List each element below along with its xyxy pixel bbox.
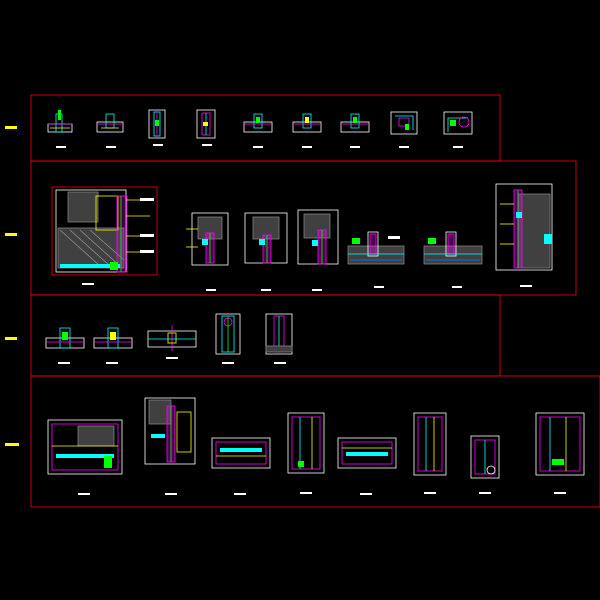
row2-detail-6: [423, 231, 483, 288]
row1-detail-2: [96, 113, 124, 148]
row-4-details: [47, 397, 585, 495]
row4-detail-3: [211, 437, 271, 495]
row-label-marks: [5, 126, 19, 446]
row1-detail-1: [47, 110, 73, 148]
row1-detail-7: [340, 113, 370, 148]
row-2-details: [51, 183, 553, 291]
row4-detail-1: [47, 419, 123, 495]
row4-detail-8: [535, 412, 585, 494]
row1-detail-9: [443, 111, 473, 148]
row-frames: [30, 94, 600, 508]
row-4-label-mark: [5, 443, 19, 446]
row1-detail-5: [243, 113, 273, 148]
row3-detail-5: [265, 313, 293, 364]
row1-detail-6: [292, 113, 322, 148]
row2-detail-3: [244, 212, 288, 291]
row-2-label-mark: [5, 233, 17, 236]
row2-detail-4: [297, 209, 339, 291]
row-frame-4: [30, 375, 600, 508]
row4-detail-2: [144, 397, 196, 495]
row-1-label-mark: [5, 126, 17, 129]
row4-detail-5: [337, 437, 397, 495]
row4-detail-6: [413, 412, 447, 494]
row2-detail-5: [347, 231, 405, 288]
row-3-details: [45, 313, 293, 364]
row3-detail-4: [215, 313, 241, 364]
row1-detail-3: [148, 109, 166, 146]
row2-detail-elevation: [51, 186, 158, 285]
row3-detail-1: [45, 327, 85, 364]
row-1-details: [47, 109, 473, 148]
row3-detail-3: [147, 325, 197, 359]
row1-detail-8: [390, 111, 418, 148]
row4-detail-4: [287, 412, 325, 494]
row3-detail-2: [93, 327, 133, 364]
row-3-label-mark: [5, 337, 17, 340]
row2-detail-7: [495, 183, 553, 287]
row4-detail-7: [470, 435, 500, 494]
row2-detail-2: [186, 212, 229, 291]
row1-detail-4: [196, 109, 216, 146]
